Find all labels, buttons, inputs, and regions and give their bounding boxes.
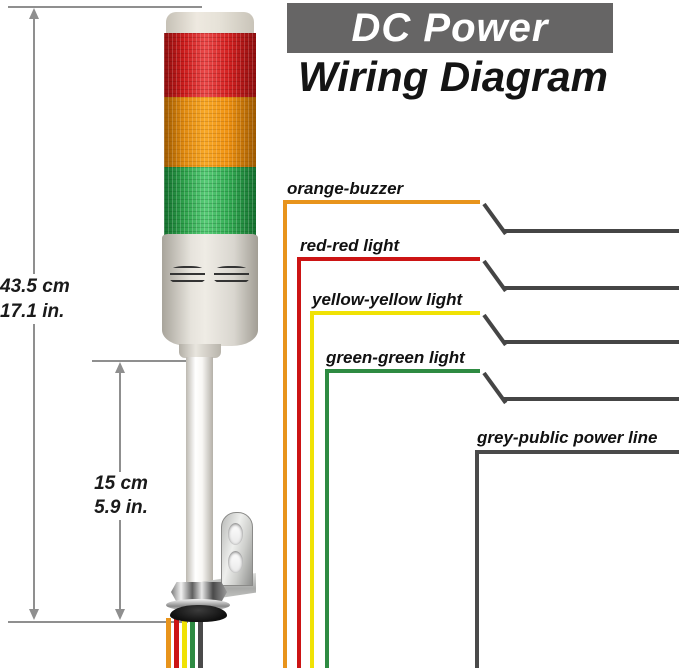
orange-lens [164,97,256,167]
grey-wire-horizontal [475,450,679,454]
banner-title: DC Power [351,5,549,50]
extent-line-top [8,6,202,8]
buzzer-body [162,234,258,346]
pole-dim-arrow-down [115,609,125,620]
overall-dim-arrow-up [29,8,39,19]
orange-wire-vertical [283,200,287,668]
base-flange [170,605,227,622]
title-banner: DC Power [287,3,613,53]
pole-dimension-cm: 15 cm [94,473,148,494]
pigtail-yellow-wire [182,618,187,668]
overall-dimension-cm: 43.5 cm [0,276,70,297]
green-terminal-lead [504,397,679,401]
mounting-pole [186,357,213,591]
overall-dim-arrow-down [29,609,39,620]
red-lens [164,33,256,97]
pigtail-orange-wire [166,618,171,668]
green-wire-label: green-green light [326,348,465,367]
bracket-hole-bottom [228,551,243,573]
bracket-hole-top [228,523,243,545]
yellow-terminal-lead [504,340,679,344]
extent-line-pole-top [92,360,187,362]
pole-dim-arrow-up [115,362,125,373]
pole-dimension-inch: 5.9 in. [94,497,148,518]
overall-dimension-inch: 17.1 in. [0,301,65,322]
pigtail-red-wire [174,618,179,668]
grey-wire-vertical [475,450,479,668]
pigtail-green-wire [190,618,195,668]
yellow-wire-horizontal [310,311,480,315]
tower-cap [166,12,254,35]
buzzer-slots-right [214,266,249,284]
grey-wire-label: grey-public power line [477,428,658,447]
extent-line-bottom [8,621,188,623]
page-subtitle: Wiring Diagram [298,53,608,100]
orange-wire-horizontal [283,200,480,204]
red-wire-horizontal [297,257,480,261]
red-terminal-lead [504,286,679,290]
buzzer-slots-left [170,266,205,284]
pole-dimension-label: 15 cm 5.9 in. [88,472,154,520]
green-lens [164,167,256,235]
green-wire-vertical [325,369,329,668]
body-neck [179,344,221,358]
yellow-wire-label: yellow-yellow light [312,290,463,309]
pigtail-grey-wire [198,618,203,668]
orange-terminal-lead [504,229,679,233]
overall-dimension-label: 43.5 cm 17.1 in. [0,274,76,324]
orange-wire-label: orange-buzzer [287,179,404,198]
hex-nut [171,582,227,602]
green-wire-horizontal [325,369,480,373]
red-wire-label: red-red light [300,236,400,255]
red-wire-vertical [297,257,301,668]
yellow-wire-vertical [310,311,314,668]
